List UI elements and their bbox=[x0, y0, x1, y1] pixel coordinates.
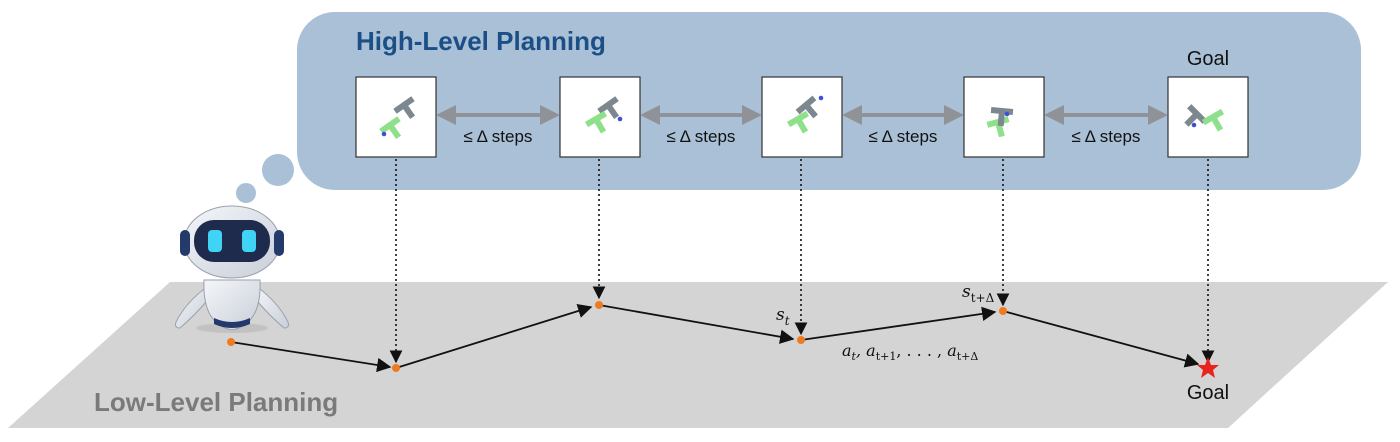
t-block-icon bbox=[786, 95, 824, 134]
low-level-plane bbox=[8, 282, 1388, 428]
waypoint-2 bbox=[595, 301, 603, 309]
low-level-title: Low-Level Planning bbox=[94, 387, 338, 417]
subgoal-frame-2 bbox=[559, 76, 641, 158]
state-label-t: st bbox=[776, 305, 790, 328]
step-label-1: ≤ Δ steps bbox=[464, 127, 533, 146]
waypoints bbox=[227, 301, 1007, 372]
goal-label-bottom: Goal bbox=[1187, 382, 1229, 404]
t-block-icon bbox=[1184, 104, 1225, 132]
high-level-title: High-Level Planning bbox=[356, 26, 606, 56]
t-block-icon bbox=[584, 96, 623, 134]
waypoint-1 bbox=[392, 364, 400, 372]
robot-icon bbox=[175, 205, 289, 333]
step-label-3: ≤ Δ steps bbox=[869, 127, 938, 146]
subgoal-frame-goal bbox=[1167, 76, 1249, 158]
goal-label-top: Goal bbox=[1187, 48, 1229, 70]
subgoal-frame-3 bbox=[761, 76, 843, 158]
waypoint-3 bbox=[797, 336, 805, 344]
thought-bubble-small bbox=[236, 183, 256, 203]
projection-arrows bbox=[389, 159, 1215, 364]
step-label-2: ≤ Δ steps bbox=[667, 127, 736, 146]
goal-star-icon bbox=[1197, 357, 1219, 378]
step-label-4: ≤ Δ steps bbox=[1072, 127, 1141, 146]
subgoal-frame-1 bbox=[355, 76, 437, 158]
waypoint-start bbox=[227, 338, 235, 346]
t-block-icon bbox=[379, 96, 416, 140]
waypoint-4 bbox=[999, 307, 1007, 315]
subgoal-frame-4 bbox=[963, 76, 1045, 158]
thought-bubble-large bbox=[262, 154, 294, 186]
action-label: at, at+1, . . . , at+Δ bbox=[842, 341, 978, 363]
t-block-icon bbox=[986, 107, 1014, 138]
trajectory bbox=[230, 303, 1200, 373]
state-label-t-delta: st+Δ bbox=[962, 282, 995, 305]
